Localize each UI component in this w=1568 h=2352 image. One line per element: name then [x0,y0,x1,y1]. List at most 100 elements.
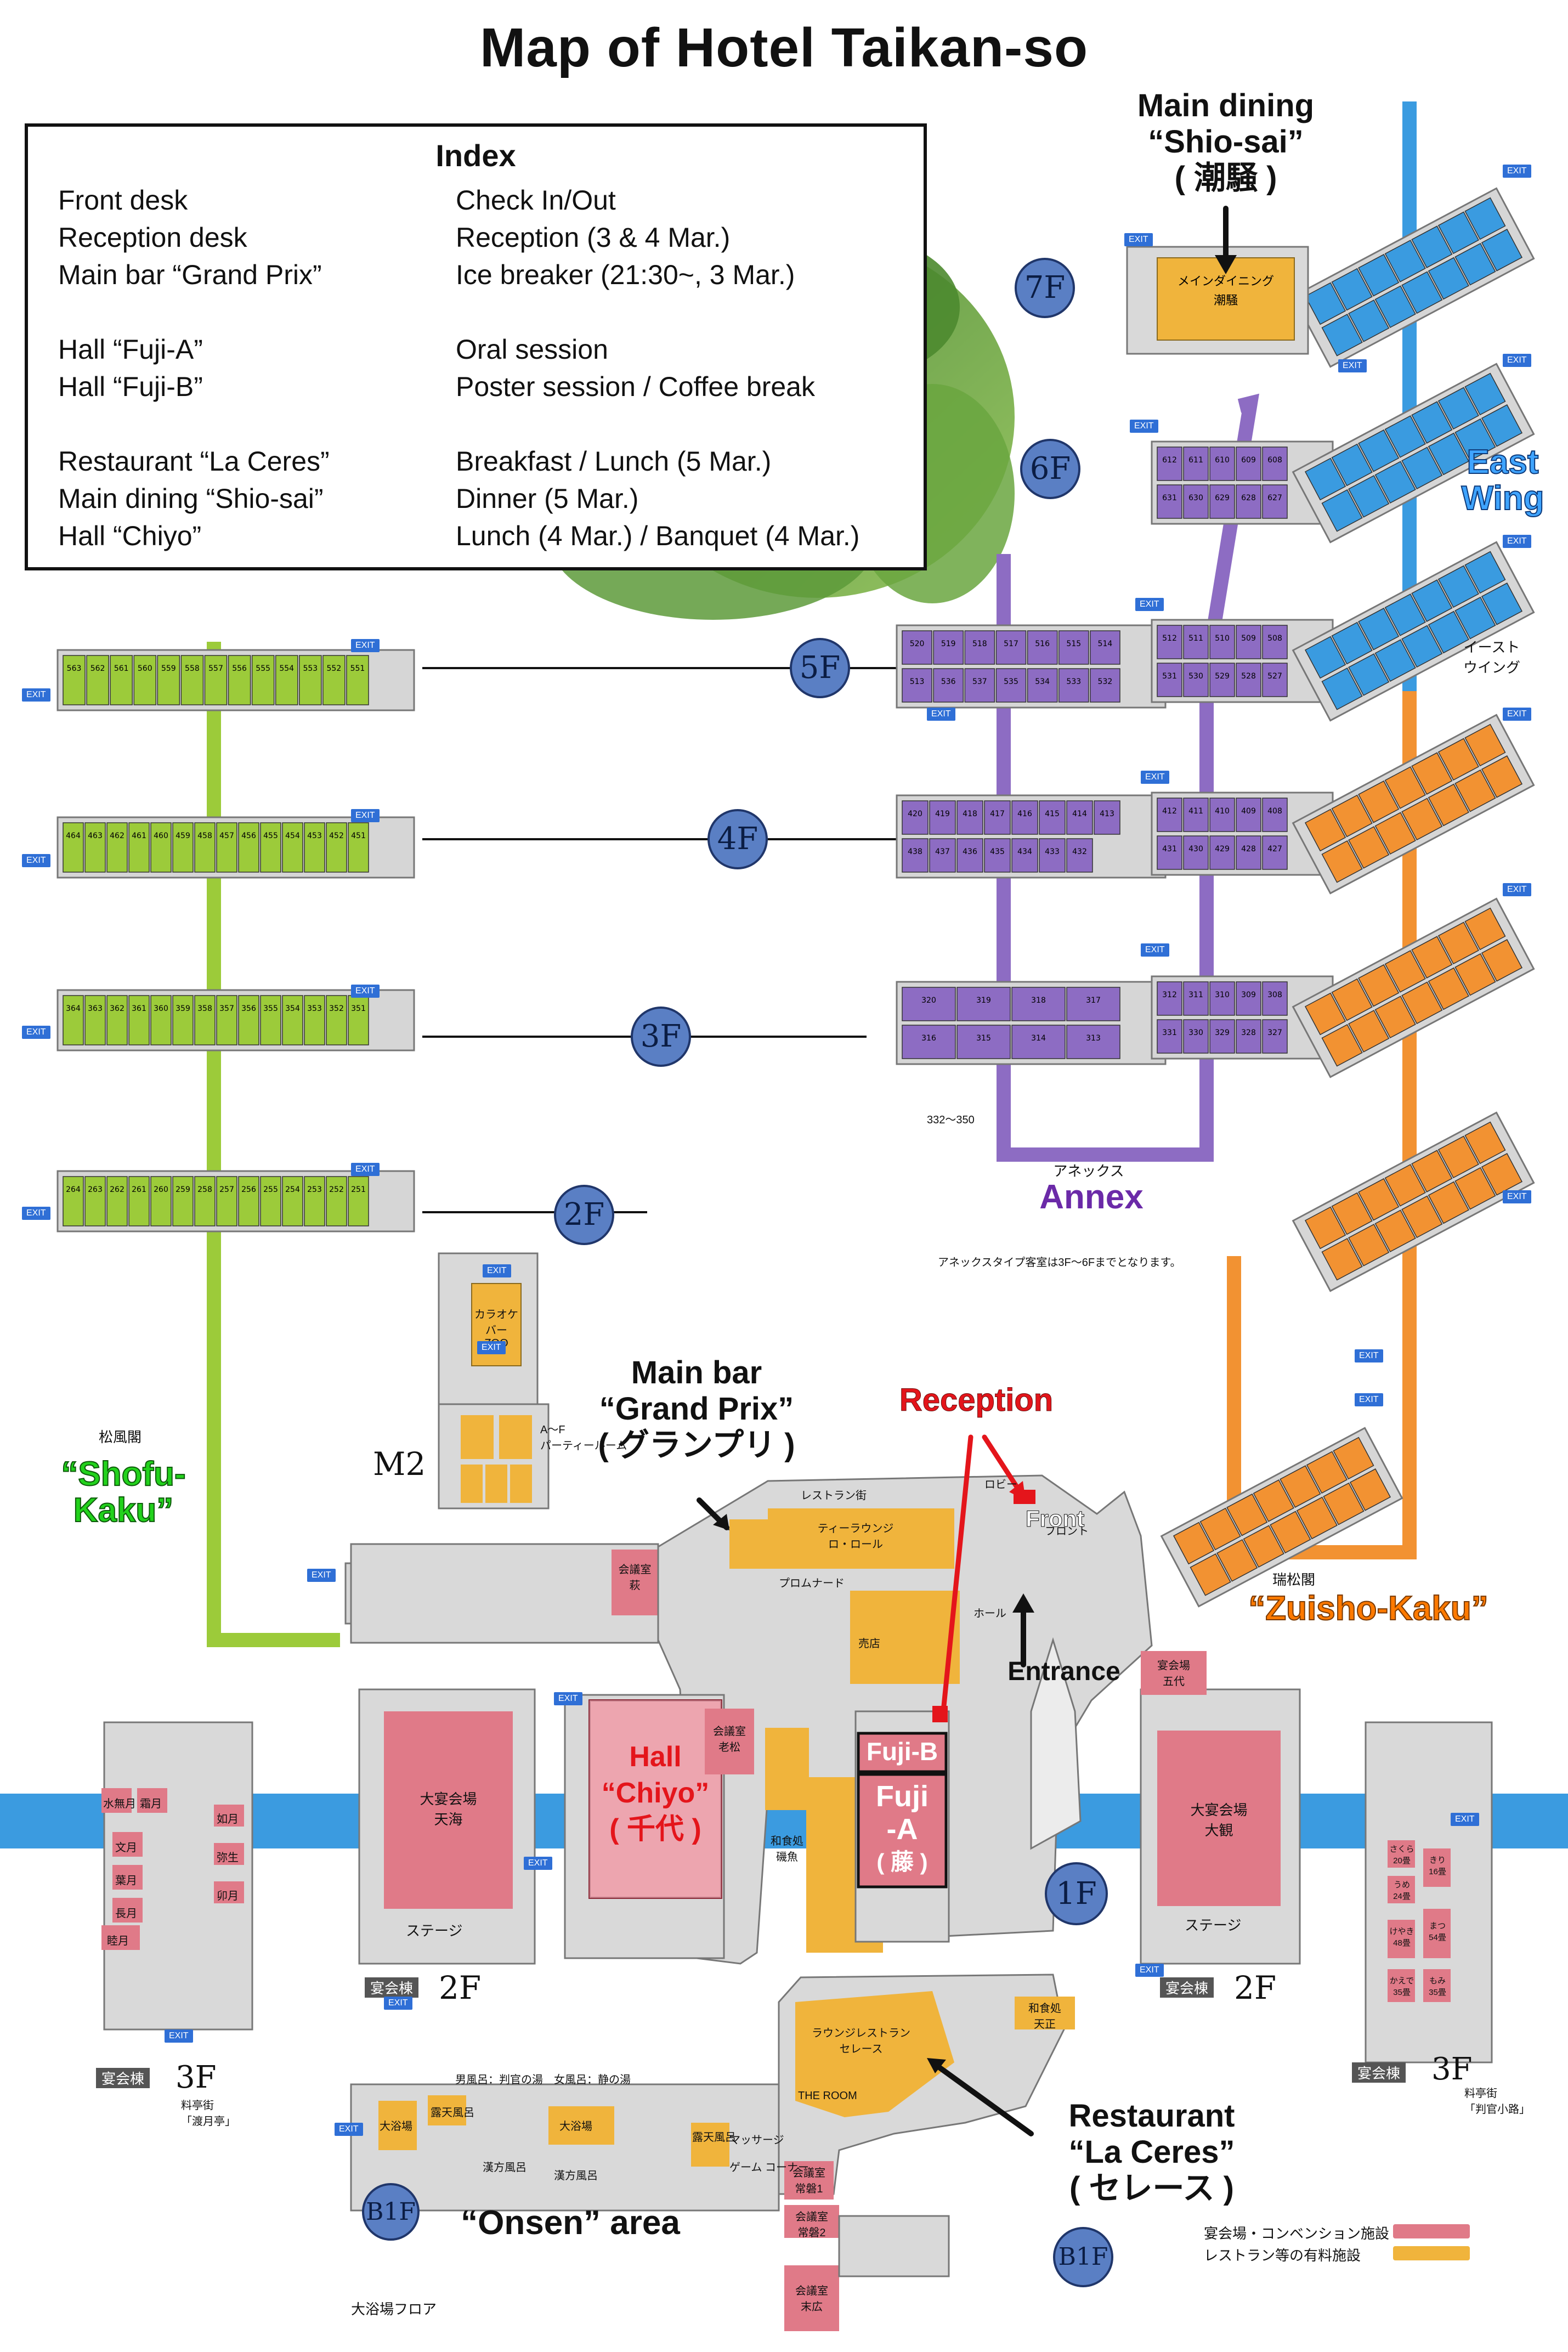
guest-room-number: 260 [154,1185,168,1194]
tenkai-l2: 天海 [434,1811,463,1828]
guest-room [1348,653,1390,696]
guest-room [1358,253,1400,297]
guest-room-number: 514 [1098,640,1113,648]
guest-room [1331,978,1373,1021]
rondine-l2: ロ・ロール [828,1539,883,1551]
guest-room-number: 360 [154,1004,168,1013]
hall-tenkai: 大宴会場 天海 [384,1788,513,1829]
banquet-3f-east [1365,1721,1493,2063]
guest-room-number: 528 [1241,672,1256,681]
exit-sign: EXIT [1141,943,1169,957]
guest-room-number: 464 [66,832,81,840]
shio-jp-1: メインダイニング [1178,275,1274,289]
guest-room [933,668,964,703]
onsen-room: マッサージ [729,2134,784,2146]
tensho-l1: 和食処 [1028,2003,1061,2015]
guest-room [1464,372,1506,416]
guest-room-number: 520 [910,640,925,648]
index-use: Dinner (5 Mar.) [456,483,639,514]
guest-room [1374,1209,1416,1252]
index-use: Breakfast / Lunch (5 Mar.) [456,446,772,477]
guest-room [1209,446,1235,481]
guest-room [956,838,983,873]
guest-room [1262,835,1288,870]
hall-restaurant-bar: レストラン街 [801,1490,867,1502]
onsen-bath-men: 男風呂：判官の湯 [455,2074,543,2086]
exit-sign: EXIT [477,1341,506,1354]
guest-room [1401,981,1443,1025]
guest-room-number: 560 [138,664,152,673]
guest-room [1348,1224,1390,1267]
exit-sign: EXIT [1451,1813,1479,1826]
guest-room-number: 252 [329,1185,344,1194]
guest-room [964,630,995,665]
guest-room [1401,798,1443,841]
guest-room [1321,489,1363,532]
guest-room-number: 428 [1241,845,1256,853]
guest-room [1027,668,1058,703]
guest-room-number: 355 [263,1004,278,1013]
guest-room [902,1025,956,1059]
guest-room-number: 512 [1162,634,1177,643]
guest-room [128,822,150,873]
room-shimotsuki: 霜月 [140,1798,162,1810]
guest-room [1428,783,1469,827]
karaoke-l2: バー [485,1325,507,1337]
hall-lobby: ロビー [984,1479,1017,1491]
guest-room-number: 461 [132,832,146,840]
guest-room [304,995,325,1045]
room-minazuki: 水無月 [103,1798,136,1810]
guest-room-number: 432 [1072,847,1087,856]
guest-room-number: 330 [1188,1028,1203,1037]
guest-room [1090,668,1120,703]
hall-kaigi-2: 会議室 常磐2 [784,2208,839,2240]
guest-room [1157,446,1182,481]
annotation-annex-note: アネックスタイプ客室は3F～6Fまでとなります。 [938,1257,1181,1269]
guest-room [348,822,369,873]
guest-room-number: 328 [1241,1028,1256,1037]
guest-room [1157,484,1182,519]
banquet-label-west: 宴会棟 [365,1977,419,1998]
east-wing-jp-2: ウイング [1463,659,1520,676]
guest-room [1011,800,1038,835]
guest-room [1209,663,1235,697]
grandprix-line3: ( グランプリ ) [598,1427,795,1463]
guest-room [1323,1482,1365,1525]
exit-sign: EXIT [351,809,380,822]
guest-room [172,1176,194,1226]
guest-room [1454,769,1496,812]
annotation-chiyo: Hall “Chiyo” ( 千代 ) [590,1739,721,1847]
guest-room [1428,610,1469,654]
guest-room-number: 559 [161,664,176,673]
guest-room [902,987,956,1021]
guest-room-number: 457 [219,832,234,840]
guest-room-number: 630 [1188,494,1203,502]
onsen-room: 露天風呂 [692,2132,736,2144]
guest-room [1454,242,1496,286]
shio-jp-2: 潮騒 [1214,294,1238,308]
floor-label-5f: 5F [790,638,850,698]
guest-room-number: 327 [1267,1028,1282,1037]
guest-room [1411,1150,1453,1192]
guest-room-number: 510 [1215,634,1230,643]
guest-room [1331,268,1373,311]
room-hazuki: 葉月 [115,1875,137,1887]
guest-room-number: 358 [197,1004,212,1013]
annotation-shiosai: Main dining “Shio-sai” ( 潮騒 ) [1091,88,1360,196]
m2-block [438,1252,550,1509]
guest-room [1296,1496,1338,1540]
east-zuisho-wings [1160,187,1535,1608]
guest-room [1262,1019,1288,1054]
hall-tensho: 和食処 天正 [1017,1999,1072,2031]
guest-room [1454,596,1496,640]
index-place: Hall “Fuji-B” [58,371,203,402]
guest-room [180,655,204,705]
room-kisaragi: 如月 [217,1813,239,1825]
guest-room [172,995,194,1045]
east-wing-7f [1292,187,1535,368]
guest-room [238,1176,259,1226]
guest-room-number: 263 [88,1185,103,1194]
guest-room-number: 436 [963,847,977,856]
guest-room-number: 314 [1031,1034,1046,1043]
kaigi2-l2: 常磐2 [797,2227,826,2239]
